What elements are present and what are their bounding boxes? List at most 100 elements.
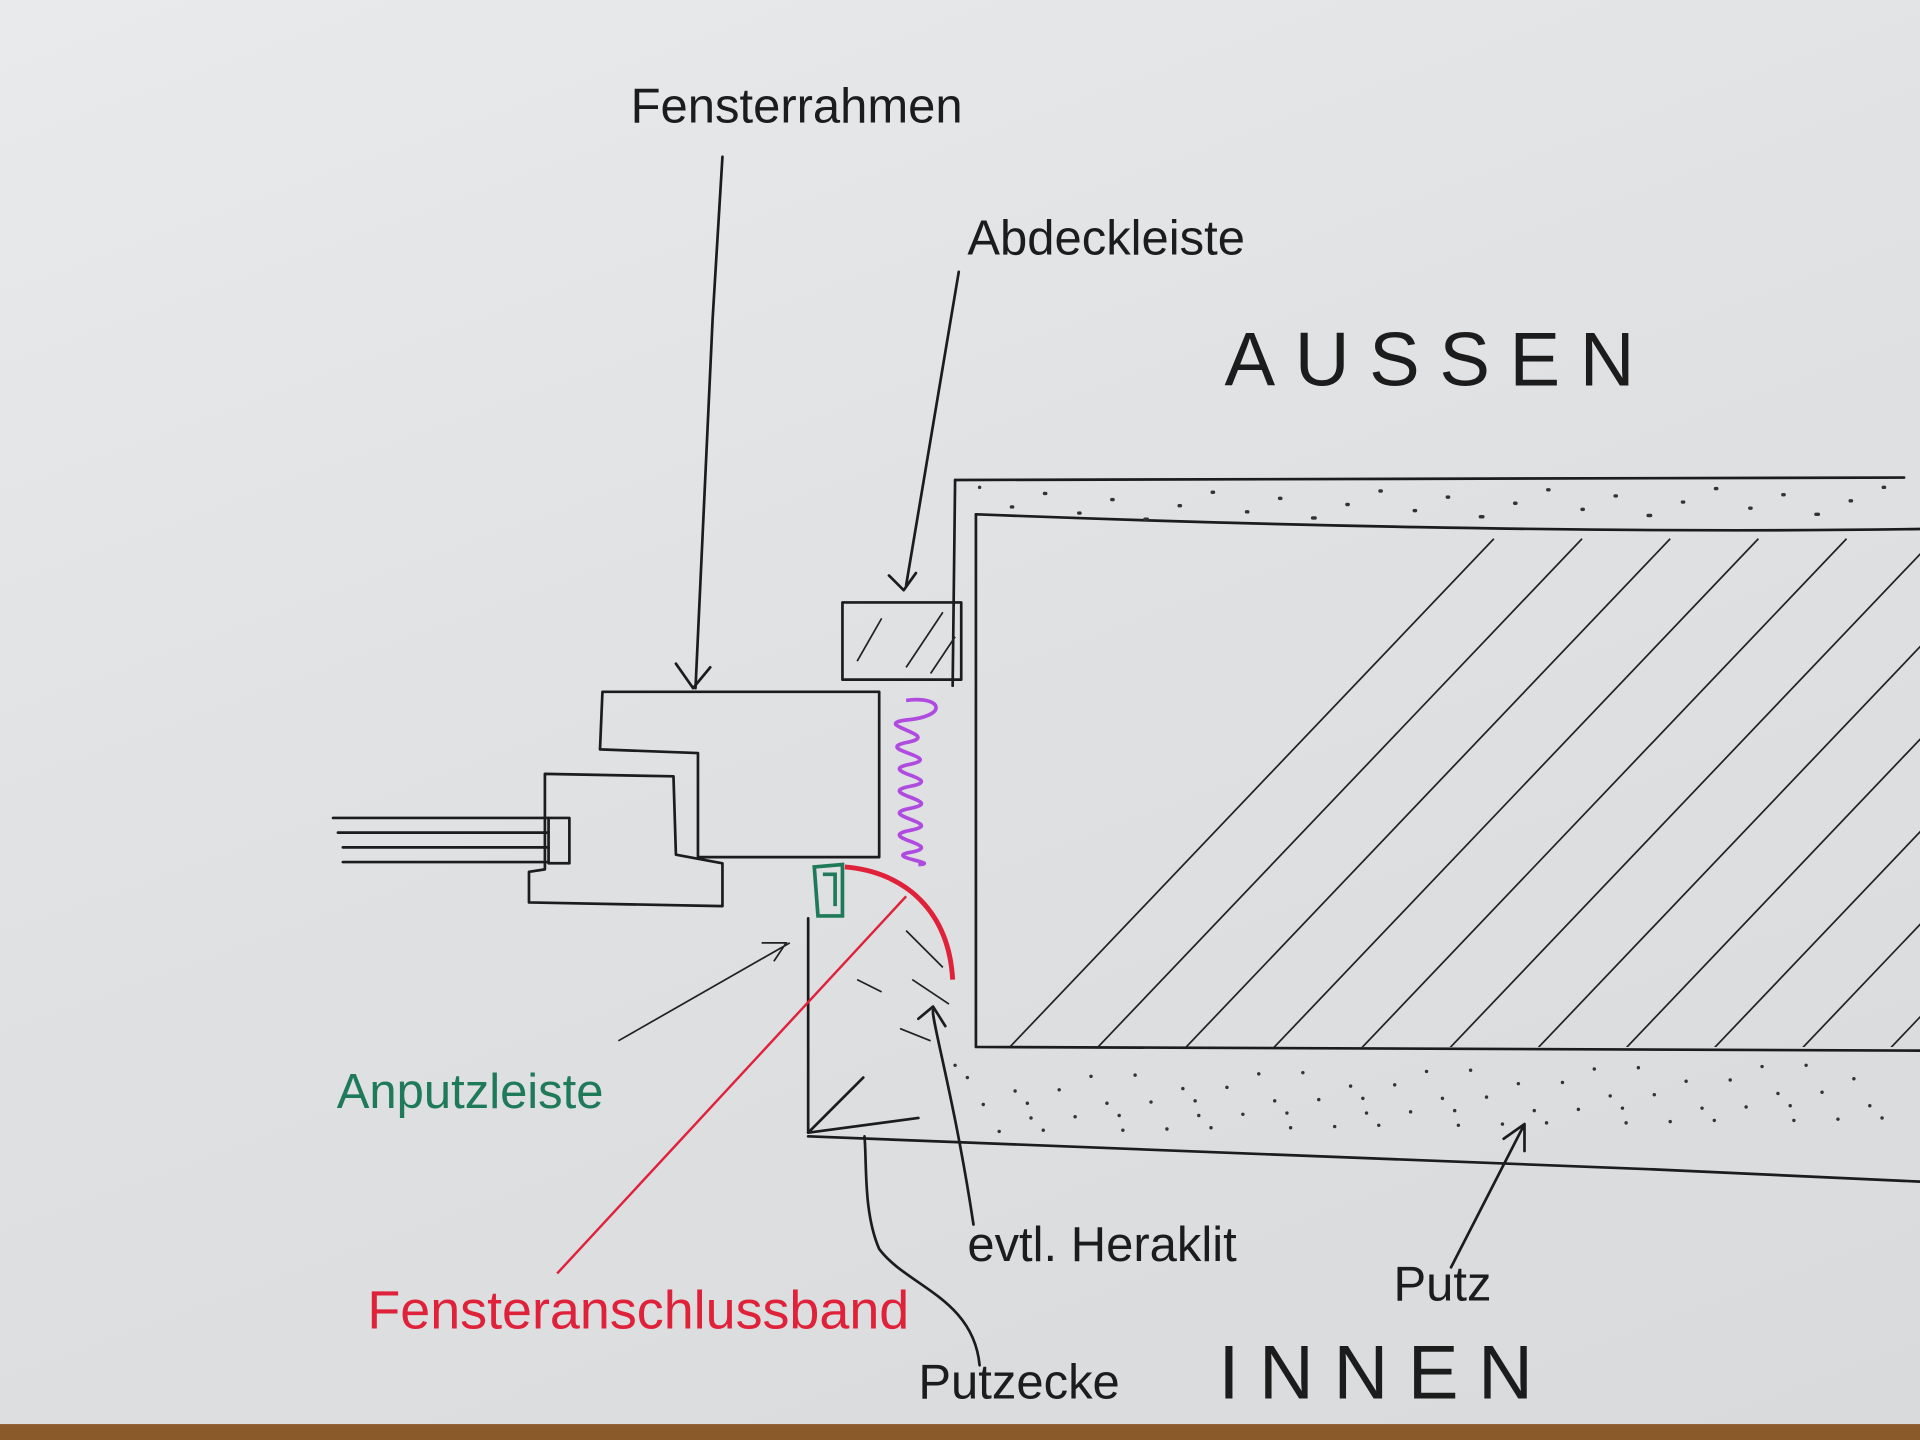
plaster-dot [1760, 1064, 1764, 1069]
plaster-dot [1445, 495, 1450, 499]
plaster-dot [1440, 1096, 1445, 1101]
plaster-dot [1257, 1072, 1261, 1076]
wall-masonry [974, 512, 1920, 1052]
plaster-dot [1348, 1084, 1353, 1088]
plaster-dot [1225, 1085, 1229, 1090]
plaster-dot [1478, 515, 1483, 519]
hatch-line [1096, 538, 1583, 1047]
plaster-dot [1700, 1106, 1704, 1110]
plaster-dot [977, 485, 982, 490]
plaster-dot [1193, 1099, 1197, 1103]
plaster-dot [1408, 1110, 1413, 1114]
hatch-line [1185, 538, 1671, 1047]
plaster-dot [1073, 1115, 1077, 1119]
label-abdeckleiste: Abdeckleiste [967, 212, 1245, 266]
plaster-dot [1378, 489, 1382, 493]
leader-fensterrahmen [674, 155, 724, 690]
plaster-dot [1456, 1123, 1461, 1128]
plaster-dot [1620, 1106, 1625, 1110]
plaster-dot [1345, 502, 1349, 507]
plaster-dot [1117, 1113, 1121, 1118]
plaster-dot [1852, 1077, 1856, 1081]
hatch-line [1625, 738, 1920, 1047]
plaster-dot [1025, 1101, 1030, 1105]
plaster-dot [1149, 1100, 1153, 1104]
plaster-dot [1013, 1089, 1017, 1093]
plaster-dot [1680, 500, 1685, 504]
plaster-dot [1332, 1124, 1337, 1129]
plaster-dot [1377, 1123, 1381, 1128]
plaster-dot [1608, 1094, 1612, 1098]
plaster-dot [1868, 1104, 1872, 1108]
window-frame [331, 690, 881, 908]
plaster-dot [1592, 1067, 1596, 1071]
plaster-dot [1484, 1095, 1489, 1099]
foam-insulation [893, 697, 938, 867]
plaster-dot [1105, 1101, 1109, 1105]
leader-abdeckleiste [887, 270, 961, 592]
plaster-dot [1580, 507, 1584, 512]
plaster-dot [1728, 1078, 1732, 1082]
plaster-dot [1560, 1080, 1565, 1085]
plaster-dot [1057, 1088, 1061, 1092]
plaster-dot [1029, 1116, 1033, 1120]
plaster-dot [1241, 1112, 1245, 1116]
hatch-line [1537, 645, 1920, 1047]
plaster-dot [1361, 1096, 1365, 1101]
plaster-dot [1285, 1111, 1289, 1115]
plaster-dot [1713, 486, 1718, 491]
plaster-dot [1836, 1117, 1840, 1121]
plaster-dot [1712, 1118, 1716, 1123]
leader-putzecke [863, 1134, 981, 1367]
plaster-dot [1301, 1070, 1305, 1075]
plaster-dot [1804, 1063, 1808, 1068]
plaster-dot [1110, 497, 1114, 502]
plaster-dot [1143, 517, 1147, 521]
plaster-dot [1468, 1068, 1473, 1072]
plaster-dot [1613, 494, 1617, 498]
leader-anschlussband [556, 895, 908, 1275]
plaster-dot [1210, 490, 1214, 494]
plaster-dot [1652, 1092, 1656, 1097]
plaster-dot [1820, 1090, 1824, 1094]
plaster-dot [1636, 1066, 1641, 1070]
hatch-line [1449, 552, 1920, 1047]
plaster-dot [1532, 1108, 1536, 1113]
label-anputzleiste: Anputzleiste [337, 1065, 604, 1119]
plaster-dot [1781, 492, 1785, 497]
plaster-dot [1165, 1127, 1169, 1131]
plaster-dot [1089, 1074, 1093, 1079]
label-innen: INNEN [1218, 1330, 1552, 1415]
plaster-dot [1516, 1081, 1521, 1086]
plaster-dot [1776, 1091, 1780, 1096]
plaster-stop-bead [812, 862, 845, 918]
plaster-dot [1041, 1128, 1045, 1132]
label-heraklit: evtl. Heraklit [967, 1218, 1237, 1272]
hatch-line [1273, 538, 1759, 1047]
plaster-dot [997, 1129, 1001, 1134]
plaster-corner [806, 917, 950, 1134]
plaster-dot [1077, 511, 1081, 515]
plaster-dot [1744, 1105, 1748, 1109]
plaster-dot [1424, 1069, 1429, 1074]
window-sealing-tape [844, 864, 956, 980]
leader-anputzleiste [617, 942, 791, 1042]
plaster-dot [1544, 1121, 1549, 1125]
table-edge [0, 1424, 1920, 1440]
plaster-dot [1244, 510, 1249, 514]
hatch-line [1361, 538, 1848, 1047]
hatch-line [1890, 1015, 1920, 1047]
plaster-dot [1668, 1119, 1672, 1124]
plaster-dot [1009, 505, 1014, 509]
hatch-line [1714, 830, 1920, 1047]
label-fensteranschlussband: Fensteranschlussband [367, 1281, 909, 1341]
plaster-dot [1272, 1099, 1277, 1103]
plaster-dot [1288, 1126, 1293, 1130]
label-putz: Putz [1393, 1257, 1491, 1311]
plaster-dot [1277, 496, 1282, 501]
plaster-dot [981, 1102, 985, 1107]
hatch-line [1008, 538, 1495, 1047]
plaster-dot [1392, 1083, 1397, 1087]
plaster-dot [1848, 499, 1852, 503]
